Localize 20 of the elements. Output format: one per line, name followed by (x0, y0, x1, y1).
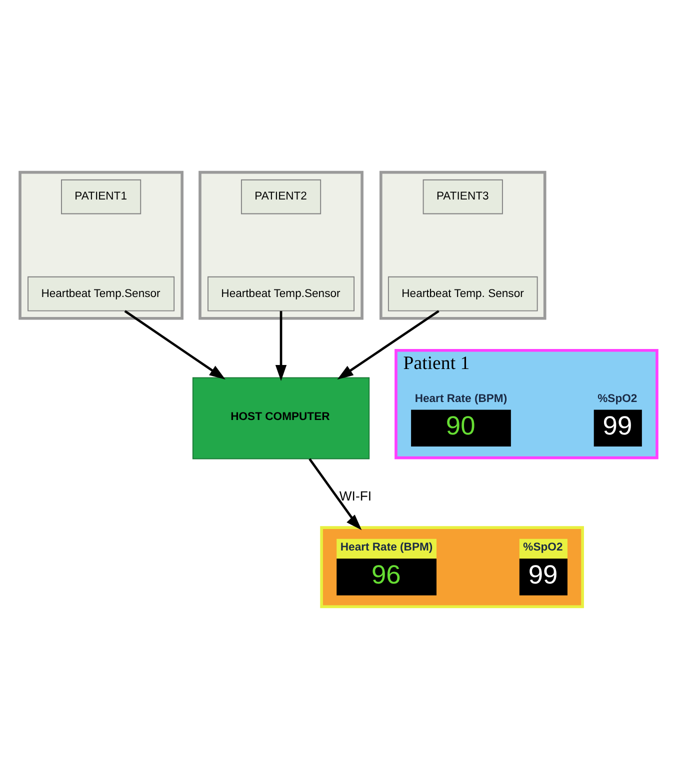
node-label: Heart Rate (BPM) (414, 392, 508, 404)
node-label: %SpO2 (598, 392, 638, 404)
cluster (18, 170, 184, 320)
node-box: Heartbeat Temp.Sensor (208, 276, 355, 311)
arrow (275, 310, 287, 381)
arrow (337, 310, 440, 379)
node-box: 90 (411, 409, 511, 446)
arrow (124, 310, 226, 379)
node-box: PATIENT1 (61, 178, 142, 214)
cluster (198, 170, 364, 320)
cluster (320, 526, 584, 608)
edge-label: WI-FI (339, 488, 372, 503)
node-box: Heartbeat Temp.Sensor (28, 276, 175, 311)
node-box: PATIENT3 (422, 178, 503, 214)
node-box: 99 (594, 409, 642, 446)
node-box: PATIENT2 (240, 178, 322, 214)
node-box: Heartbeat Temp. Sensor (388, 276, 538, 311)
arrow (308, 458, 362, 530)
node-box: HOST COMPUTER (192, 376, 370, 459)
cluster (379, 170, 546, 320)
